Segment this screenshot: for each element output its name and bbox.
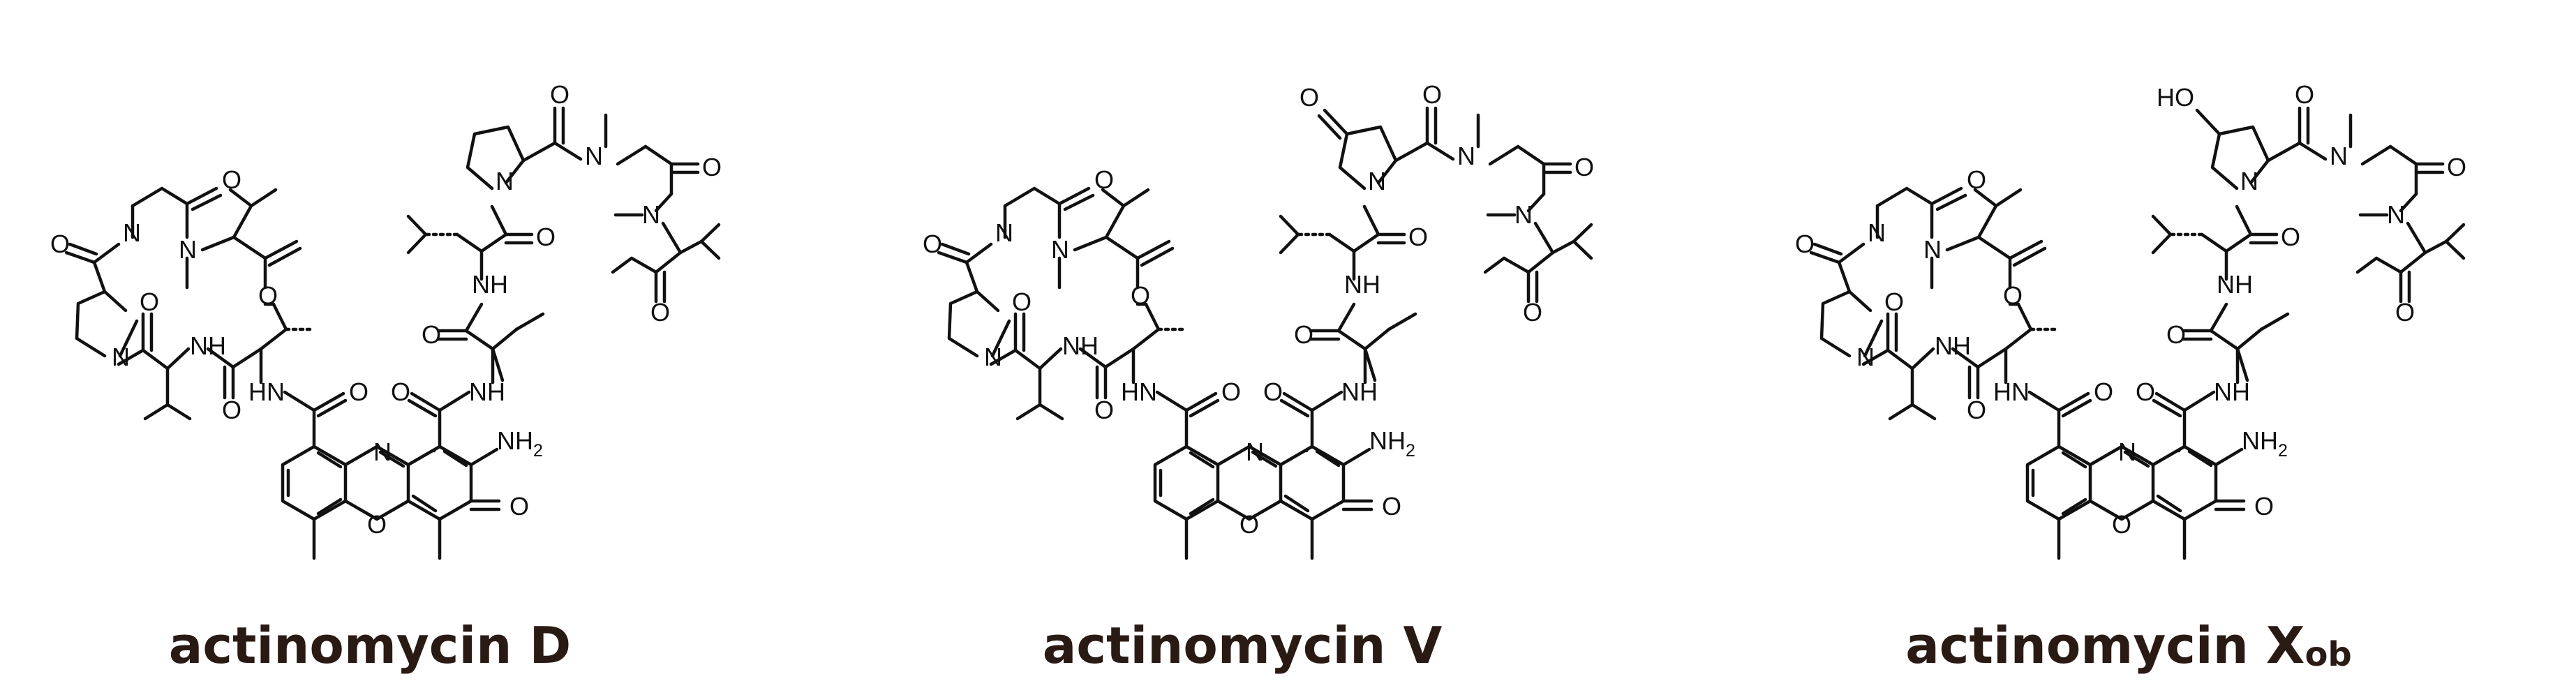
atom-amide-o-right: O: [391, 377, 410, 406]
atom-left-ring-n3: N: [1923, 235, 1942, 264]
atom-right-ring-nh: NH: [2217, 270, 2253, 299]
atom-right-ring-o5: O: [650, 298, 670, 327]
atom-right-ring-o1: O: [1294, 320, 1313, 349]
molecule-skeleton: [939, 108, 1591, 558]
atom-right-ring-n3: N: [1514, 200, 1533, 229]
atom-left-ring-o1: O: [1967, 396, 1986, 424]
atom-left-ring-nh: NH: [190, 331, 226, 360]
atom-left-ring-o5: O: [258, 281, 278, 310]
atom-amide-nh-left: HN: [248, 377, 285, 406]
atom-left-ring-n2: N: [1868, 218, 1886, 247]
atom-ring-n: N: [2118, 438, 2136, 466]
atom-left-ring-n3: N: [179, 235, 197, 264]
atom-left-ring-nh: NH: [1935, 331, 1971, 360]
atom-right-ring-n1: N: [496, 167, 514, 195]
atom-right-ring-n2: N: [2330, 142, 2348, 170]
atom-right-ring-n1: N: [1368, 167, 1386, 195]
atom-ring-n: N: [1246, 438, 1264, 466]
compound-name-d: actinomycin D: [169, 616, 572, 675]
atom-right-ring-nh: NH: [1344, 270, 1380, 299]
atom-amide-nh-right: NH: [469, 377, 505, 406]
atom-right-ring-o3: O: [1422, 80, 1442, 109]
atom-right-ring-o1: O: [2166, 320, 2186, 349]
atom-amide-nh-right: NH: [2214, 377, 2250, 406]
atom-ring-o: O: [367, 510, 387, 539]
atom-left-ring-o3: O: [50, 230, 70, 258]
atom-quinone-o: O: [1382, 492, 1401, 521]
atom-left-ring-o4: O: [1094, 165, 1114, 194]
atom-right-ring-o2: O: [1408, 223, 1428, 251]
atom-right-ring-o5: O: [1523, 298, 1542, 327]
atom-right-ring-n3: N: [2387, 200, 2405, 229]
atom-right-ring-n3: N: [642, 200, 660, 229]
molecule-skeleton: [66, 108, 719, 558]
atom-left-ring-o1: O: [1094, 396, 1114, 424]
atom-right-ring-o5: O: [2395, 298, 2415, 327]
atom-left-ring-o5: O: [1131, 281, 1150, 310]
atom-ring-o: O: [1239, 510, 1259, 539]
atom-pro-mod: O: [1300, 83, 1319, 112]
atom-right-ring-o2: O: [2281, 223, 2300, 251]
atom-amide-nh-left: HN: [1993, 377, 2030, 406]
atom-pro-mod: HO: [2157, 83, 2194, 112]
atom-left-ring-n1: N: [1856, 343, 1875, 371]
atom-quinone-o: O: [2254, 492, 2274, 521]
atom-right-ring-o4: O: [1574, 153, 1594, 181]
atom-right-ring-n2: N: [585, 142, 603, 170]
atom-right-ring-o3: O: [550, 80, 569, 109]
atom-left-ring-o3: O: [1795, 230, 1815, 258]
atom-left-ring-n2: N: [123, 218, 141, 247]
atom-right-ring-o1: O: [422, 320, 441, 349]
compound-panel-d: N O O NH2 O O HN NH NH N N N O O O O O N…: [50, 80, 722, 558]
atom-quinone-o: O: [509, 492, 529, 521]
atom-left-ring-n2: N: [995, 218, 1013, 247]
compound-name-v: actinomycin V: [1043, 616, 1443, 675]
atom-left-ring-n1: N: [112, 343, 130, 371]
atom-left-ring-o2: O: [140, 287, 159, 316]
atom-nh2: NH2: [497, 426, 543, 461]
atom-left-ring-o2: O: [1012, 287, 1032, 316]
molecule-skeleton: [1811, 108, 2464, 558]
atom-right-ring-o4: O: [2447, 153, 2466, 181]
atom-amide-o-left: O: [349, 377, 368, 406]
compound-panel-v: O N O O NH2 O O HN NH NH N N N O O O O O…: [923, 80, 1594, 558]
atom-left-ring-o5: O: [2003, 281, 2023, 310]
atom-ring-o: O: [2112, 510, 2131, 539]
atom-amide-o-left: O: [2094, 377, 2113, 406]
compound-panel-xob: HO N O O NH2 O O HN NH NH N N N O O O O …: [1795, 80, 2466, 558]
atom-amide-nh-right: NH: [1341, 377, 1378, 406]
atom-right-ring-nh: NH: [472, 270, 508, 299]
atom-left-ring-o1: O: [222, 396, 241, 424]
compound-name-xob: actinomycin Xob: [1905, 616, 2352, 675]
atom-left-ring-o4: O: [222, 165, 241, 194]
atom-nh2: NH2: [2242, 426, 2288, 461]
atom-left-ring-o4: O: [1967, 165, 1986, 194]
atom-amide-o-left: O: [1221, 377, 1241, 406]
atom-left-ring-o2: O: [1884, 287, 1904, 316]
atom-nh2: NH2: [1369, 426, 1415, 461]
atom-right-ring-o4: O: [702, 153, 722, 181]
atom-right-ring-n1: N: [2240, 167, 2258, 195]
atom-right-ring-o2: O: [536, 223, 556, 251]
atom-left-ring-n3: N: [1051, 235, 1069, 264]
atom-left-ring-n1: N: [984, 343, 1002, 371]
atom-right-ring-o3: O: [2295, 80, 2314, 109]
atom-ring-n: N: [373, 438, 392, 466]
atom-right-ring-n2: N: [1457, 142, 1475, 170]
atom-amide-o-right: O: [1263, 377, 1283, 406]
atom-amide-o-right: O: [2136, 377, 2155, 406]
atom-left-ring-o3: O: [923, 230, 942, 258]
atom-left-ring-nh: NH: [1062, 331, 1099, 360]
atom-amide-nh-left: HN: [1121, 377, 1157, 406]
